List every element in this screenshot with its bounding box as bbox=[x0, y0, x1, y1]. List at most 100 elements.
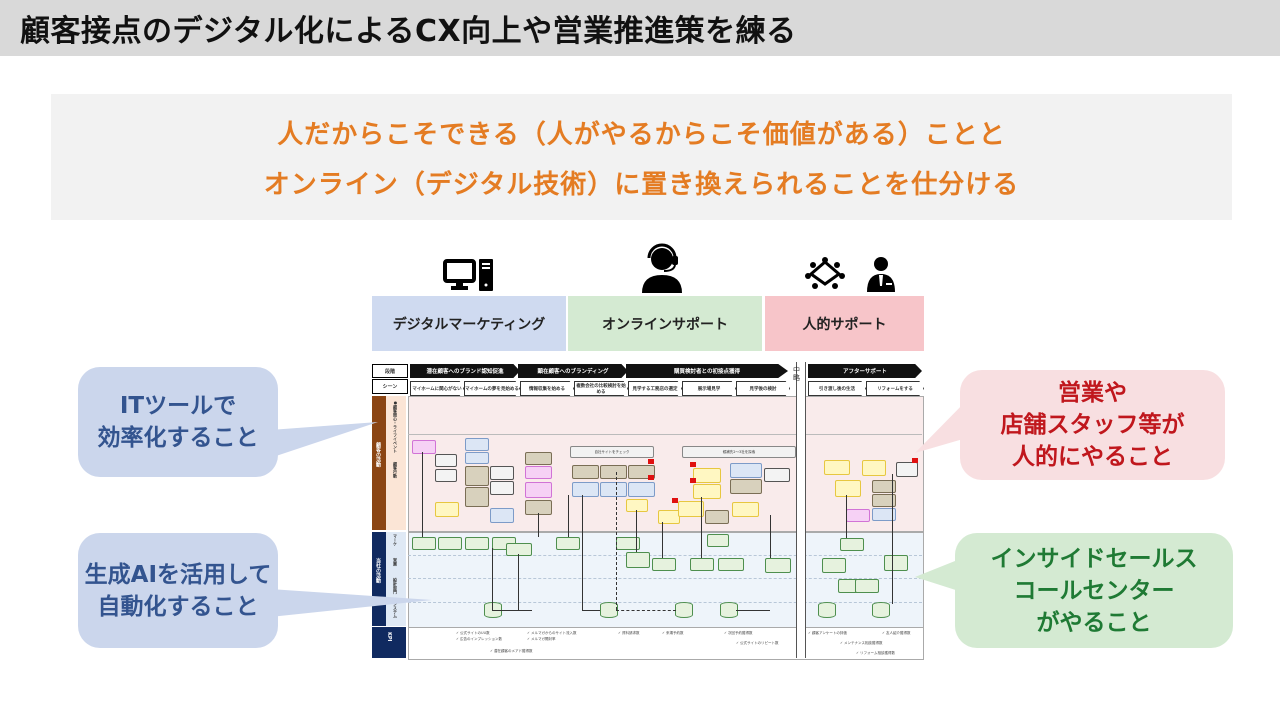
connector bbox=[616, 610, 676, 611]
kpi-item: ✓ 友人紹介獲得数 bbox=[882, 631, 911, 635]
activity-box bbox=[730, 479, 762, 494]
connector bbox=[662, 522, 663, 558]
kpi-item: ✓ 潜在顧客のメアド獲得数 bbox=[490, 649, 533, 653]
activity-box bbox=[435, 502, 459, 517]
activity-box bbox=[465, 438, 489, 451]
callout-text: 店舗スタッフ等が bbox=[1000, 412, 1185, 438]
activity-box bbox=[626, 499, 648, 512]
connector bbox=[492, 610, 532, 611]
divider bbox=[408, 555, 922, 556]
bubble-tail bbox=[270, 422, 378, 458]
company-activity-box bbox=[822, 558, 846, 573]
key-message-banner: 人だからこそできる（人がやるからこそ価値がある）ことと オンライン（デジタル技術… bbox=[51, 94, 1232, 220]
omitted-label: 中略 bbox=[793, 366, 800, 382]
scene-6: 展示場見学 bbox=[682, 381, 736, 396]
company-activity-box bbox=[465, 537, 489, 550]
connector bbox=[892, 474, 893, 604]
activity-box bbox=[835, 480, 861, 497]
headset-operator-icon bbox=[642, 243, 682, 293]
company-activity-box bbox=[718, 558, 744, 571]
category-digital-marketing: デジタルマーケティング bbox=[372, 296, 566, 351]
callout-text: 自動化すること bbox=[97, 593, 259, 620]
zone-kpi bbox=[372, 627, 406, 658]
divider bbox=[408, 602, 922, 603]
company-activity-box bbox=[438, 537, 462, 550]
connector bbox=[616, 472, 617, 610]
connector bbox=[636, 510, 637, 552]
callout-text: 生成AIを活用して bbox=[84, 561, 272, 588]
callout-generative-ai: 生成AIを活用して自動化すること bbox=[78, 533, 278, 648]
connector bbox=[422, 452, 423, 537]
phase-first-contact: 購買検討者との初接点獲得 bbox=[626, 364, 788, 378]
connector bbox=[518, 554, 519, 610]
omitted-break bbox=[796, 362, 806, 658]
category-online-support: オンラインサポート bbox=[568, 296, 762, 351]
zone-company-sub-system: システム bbox=[393, 602, 398, 618]
scene-4: 複数会社の比較検討を始める bbox=[574, 381, 628, 396]
flag-icon bbox=[912, 458, 918, 463]
activity-box bbox=[600, 482, 627, 497]
bubble-tail bbox=[915, 557, 965, 593]
company-activity-box bbox=[690, 558, 714, 571]
callout-text: ITツールで bbox=[119, 393, 237, 419]
connector bbox=[492, 548, 493, 610]
activity-box bbox=[846, 509, 870, 522]
scene-8: 引き渡し後の生活 bbox=[808, 381, 866, 396]
kpi-item: ✓ 公式サイトのリピート数 bbox=[736, 641, 779, 645]
key-message-line-2: オンライン（デジタル技術）に置き換えられることを仕分ける bbox=[263, 170, 1020, 200]
kpi-item: ✓ 顧客アンケートの評価 bbox=[808, 631, 847, 635]
activity-box bbox=[465, 452, 489, 464]
activity-box bbox=[658, 510, 680, 524]
group-label-candidate-search: 候補先2～3社を探索 bbox=[682, 446, 796, 458]
flag-icon bbox=[690, 462, 696, 467]
activity-box bbox=[600, 465, 627, 479]
flag-icon bbox=[672, 498, 678, 503]
kpi-item: ✓ メンテナンス相談獲得数 bbox=[840, 641, 883, 645]
activity-box bbox=[572, 465, 599, 479]
zone-company-label: 当社の活動 bbox=[375, 558, 381, 583]
callout-text: コールセンター bbox=[1013, 577, 1175, 604]
scene-9: リフォームをする bbox=[866, 381, 924, 396]
activity-box bbox=[705, 510, 729, 524]
company-activity-box bbox=[840, 538, 864, 551]
bubble-tail bbox=[915, 397, 970, 453]
row-header-scene: シーン bbox=[372, 379, 408, 394]
scene-5: 見学する工務店の選定 bbox=[628, 381, 682, 396]
zone-customer-inner bbox=[386, 396, 406, 530]
activity-box bbox=[465, 487, 489, 507]
connector bbox=[568, 495, 569, 537]
divider bbox=[408, 578, 922, 579]
kpi-area bbox=[408, 627, 924, 660]
flag-icon bbox=[648, 475, 654, 480]
zone-customer-label: 顧客の活動 bbox=[375, 442, 381, 467]
company-activity-box bbox=[506, 543, 532, 556]
company-activity-box bbox=[855, 579, 879, 593]
activity-box bbox=[525, 466, 552, 479]
activity-box bbox=[435, 469, 457, 482]
zone-company-sub-sales: 営業 bbox=[393, 558, 398, 566]
company-activity-box bbox=[626, 552, 650, 568]
row-header-phase: 段階 bbox=[372, 364, 408, 378]
activity-box bbox=[525, 452, 552, 465]
divider bbox=[408, 434, 922, 435]
connector bbox=[582, 495, 583, 610]
activity-box bbox=[872, 480, 896, 493]
activity-box bbox=[490, 466, 514, 480]
activity-box bbox=[824, 460, 850, 475]
connector bbox=[846, 495, 847, 538]
zone-customer-sub1: ●顧客関心・ライフイベント bbox=[393, 400, 398, 453]
kpi-item: ✓ 広告のインプレッション数 bbox=[456, 637, 502, 641]
flag-icon bbox=[648, 459, 654, 464]
kpi-item: ✓ 資料請求数 bbox=[618, 631, 640, 635]
activity-box bbox=[412, 440, 436, 454]
callout-text: がやること bbox=[1036, 609, 1152, 636]
kpi-item: ✓ メルマガ開封率 bbox=[527, 637, 556, 641]
connector bbox=[701, 497, 702, 558]
company-activity-box bbox=[652, 558, 676, 571]
activity-box bbox=[872, 494, 896, 507]
meeting-table-icon bbox=[805, 257, 845, 289]
connector bbox=[736, 610, 770, 611]
company-activity-box bbox=[884, 555, 908, 571]
activity-box bbox=[693, 484, 721, 499]
kpi-item: ✓ メルマガからのサイト流入数 bbox=[527, 631, 577, 635]
